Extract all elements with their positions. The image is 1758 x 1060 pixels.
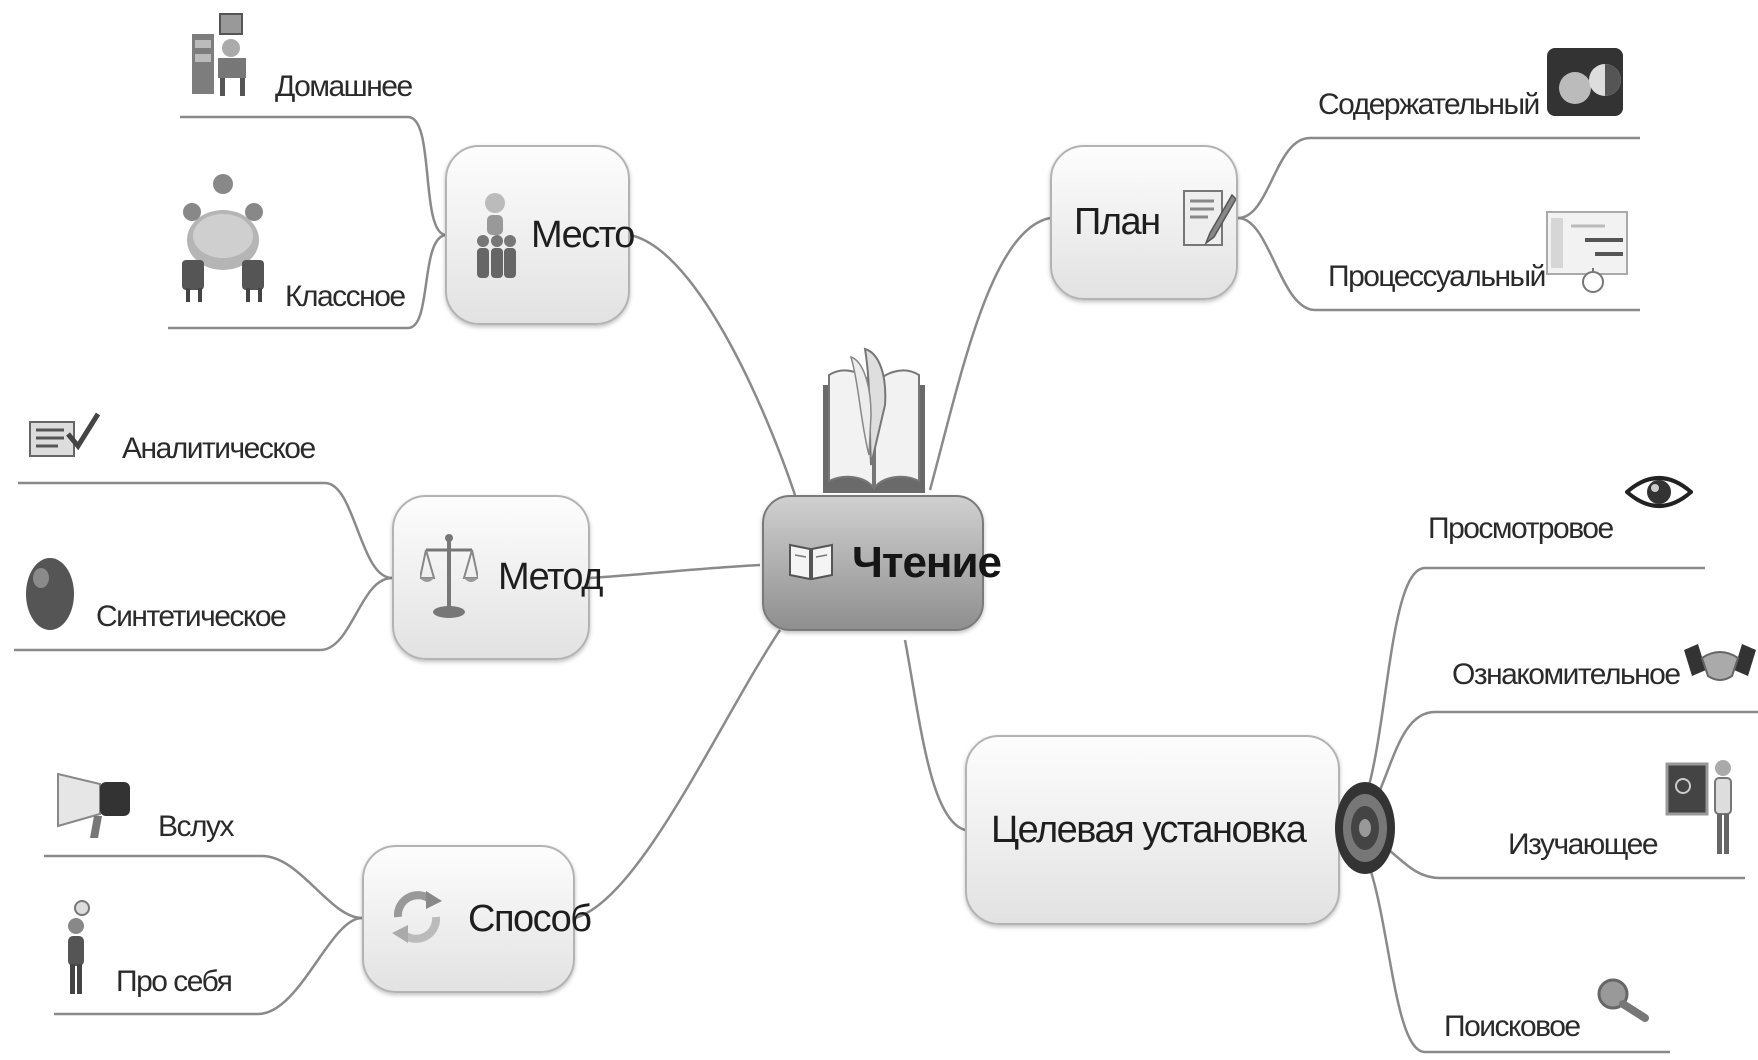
refresh-arrows-icon [388,887,446,952]
book-illustration-icon [815,345,933,500]
leaf-plan-process: Процессуальный [1328,260,1546,293]
leaf-method-synthetic: Синтетическое [96,600,287,633]
home-office-icon [190,12,254,105]
leaf-goal-intro: Ознакомительное [1452,658,1681,691]
teacher-board-icon [1665,758,1739,865]
central-node-label: Чтение [852,538,1002,587]
leaf-mode-silent: Про себя [116,965,233,998]
leaf-mode-aloud: Вслух [158,810,235,843]
branch-label-place: Место [531,213,635,256]
moon-phases-icon [1545,44,1629,125]
link-central-mode [574,629,782,920]
leaf-plan-content: Содержательный [1318,88,1540,121]
branch-node-method[interactable]: Метод [392,495,603,660]
branch-node-plan[interactable]: План [1050,145,1238,300]
people-group-icon [473,183,517,288]
open-book-icon [786,539,836,588]
checklist-icon [28,410,101,465]
leaf-place-home: Домашнее [275,70,413,103]
handshake-icon [1682,640,1758,695]
link-central-plan [928,216,1051,491]
branch-label-mode: Способ [468,897,592,940]
link-central-goal [903,639,966,832]
central-node[interactable]: Чтение [762,495,1002,631]
branch-node-place[interactable]: Место [445,145,635,325]
branch-label-plan: План [1074,201,1161,243]
process-chart-icon [1545,210,1629,301]
branch-node-mode[interactable]: Способ [362,845,592,993]
leaf-goal-study: Изучающее [1508,828,1659,861]
link-central-method [589,563,761,580]
sphere-icon [25,556,75,637]
branch-label-method: Метод [498,556,603,598]
person-thinking-icon [62,900,94,1001]
scales-icon [418,530,480,625]
link-central-place [629,233,797,496]
megaphone-icon [54,758,138,845]
classroom-table-icon [178,168,268,309]
leaf-place-class: Классное [285,280,406,313]
speaker-target-icon [1333,778,1397,883]
branch-label-goal: Целевая установка [991,808,1307,851]
eye-icon [1623,468,1695,521]
magnifier-icon [1593,976,1649,1029]
leaf-goal-skim: Просмотровое [1428,512,1614,545]
leaf-method-analytic: Аналитическое [122,432,316,465]
leaf-goal-search: Поисковое [1444,1010,1581,1043]
branch-node-goal[interactable]: Целевая установка [965,735,1396,925]
edit-document-icon [1180,185,1237,260]
